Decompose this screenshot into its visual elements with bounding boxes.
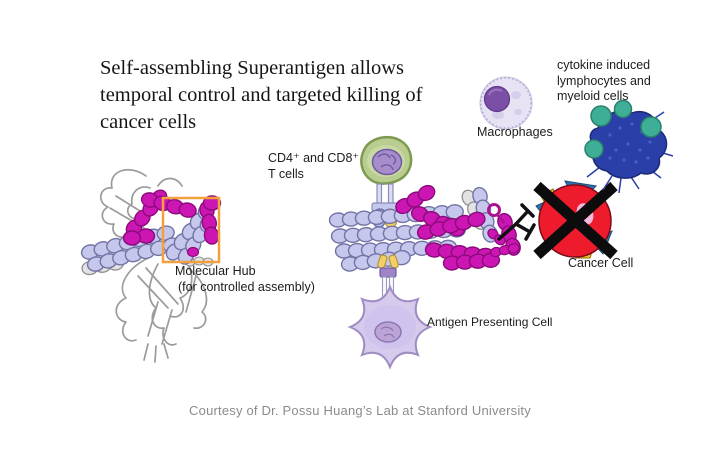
superantigen-complex-graphic: [329, 183, 522, 272]
label-molecular-hub: Molecular Hub (for controlled assembly): [175, 264, 315, 295]
slide-title-line: Self-assembling Superantigen allows: [100, 57, 405, 79]
slide-title: Self-assembling Superantigen allows temp…: [100, 55, 422, 136]
label-cancer-cell: Cancer Cell: [568, 256, 634, 270]
label-line: lymphocytes and: [557, 73, 651, 88]
antigen-presenting-cell-graphic: [347, 284, 433, 370]
cancer-cross-icon: [533, 181, 618, 260]
label-line: cytokine induced: [557, 58, 651, 72]
label-antigen-presenting-cell: Antigen Presenting Cell: [427, 315, 553, 329]
courtesy-credit: Courtesy of Dr. Possu Huang’s Lab at Sta…: [189, 403, 531, 418]
macrophage-graphic: [479, 76, 533, 130]
slide-title-line: temporal control and targeted killing of: [100, 84, 423, 106]
ring-linker-graphic: [487, 203, 506, 224]
antibody-icon: [497, 203, 536, 241]
label-t-cells: CD4⁺ and CD8⁺ T cells: [268, 151, 359, 182]
label-line: CD4⁺ and CD8⁺: [268, 151, 360, 165]
label-line: myeloid cells: [557, 89, 629, 103]
label-line: T cells: [268, 166, 304, 181]
label-cytokine-cells: cytokine induced lymphocytes and myeloid…: [557, 58, 651, 105]
label-macrophages: Macrophages: [477, 125, 553, 139]
slide-title-line: cancer cells: [100, 111, 197, 133]
left-protein-structure-graphic: [80, 168, 222, 363]
lymphocyte-myeloid-cell-graphic: [584, 99, 674, 194]
cancer-cell-graphic: [533, 180, 618, 260]
label-line: (for controlled assembly): [178, 279, 315, 294]
label-line: Molecular Hub: [175, 264, 256, 278]
molecular-hub-box: [161, 196, 221, 264]
